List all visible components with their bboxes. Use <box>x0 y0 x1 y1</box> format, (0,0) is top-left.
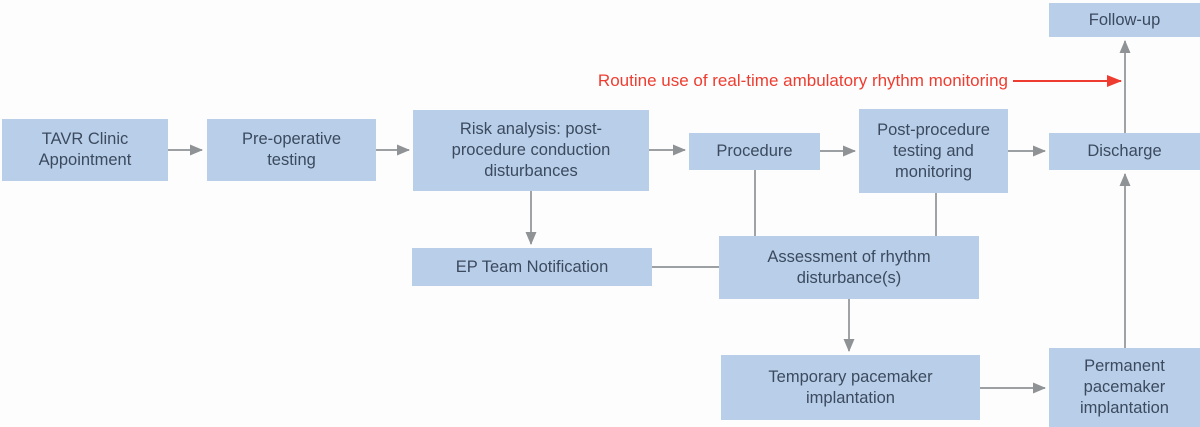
annotation-routine-monitoring: Routine use of real-time ambulatory rhyt… <box>597 71 1008 90</box>
node-follow-up: Follow-up <box>1049 3 1200 37</box>
node-ep-team-notification: EP Team Notification <box>412 248 652 286</box>
node-discharge: Discharge <box>1049 133 1200 170</box>
node-pre-operative-testing: Pre-operative testing <box>207 119 376 181</box>
node-tavr-clinic-appointment: TAVR Clinic Appointment <box>2 119 168 181</box>
node-temporary-pacemaker: Temporary pacemaker implantation <box>721 355 980 420</box>
node-permanent-pacemaker: Permanent pacemaker implantation <box>1049 348 1200 427</box>
node-assessment-rhythm-disturbance: Assessment of rhythm disturbance(s) <box>719 236 979 299</box>
node-procedure: Procedure <box>689 133 820 170</box>
node-post-procedure-testing: Post-procedure testing and monitoring <box>859 109 1008 193</box>
node-risk-analysis: Risk analysis: post- procedure conductio… <box>413 110 649 191</box>
